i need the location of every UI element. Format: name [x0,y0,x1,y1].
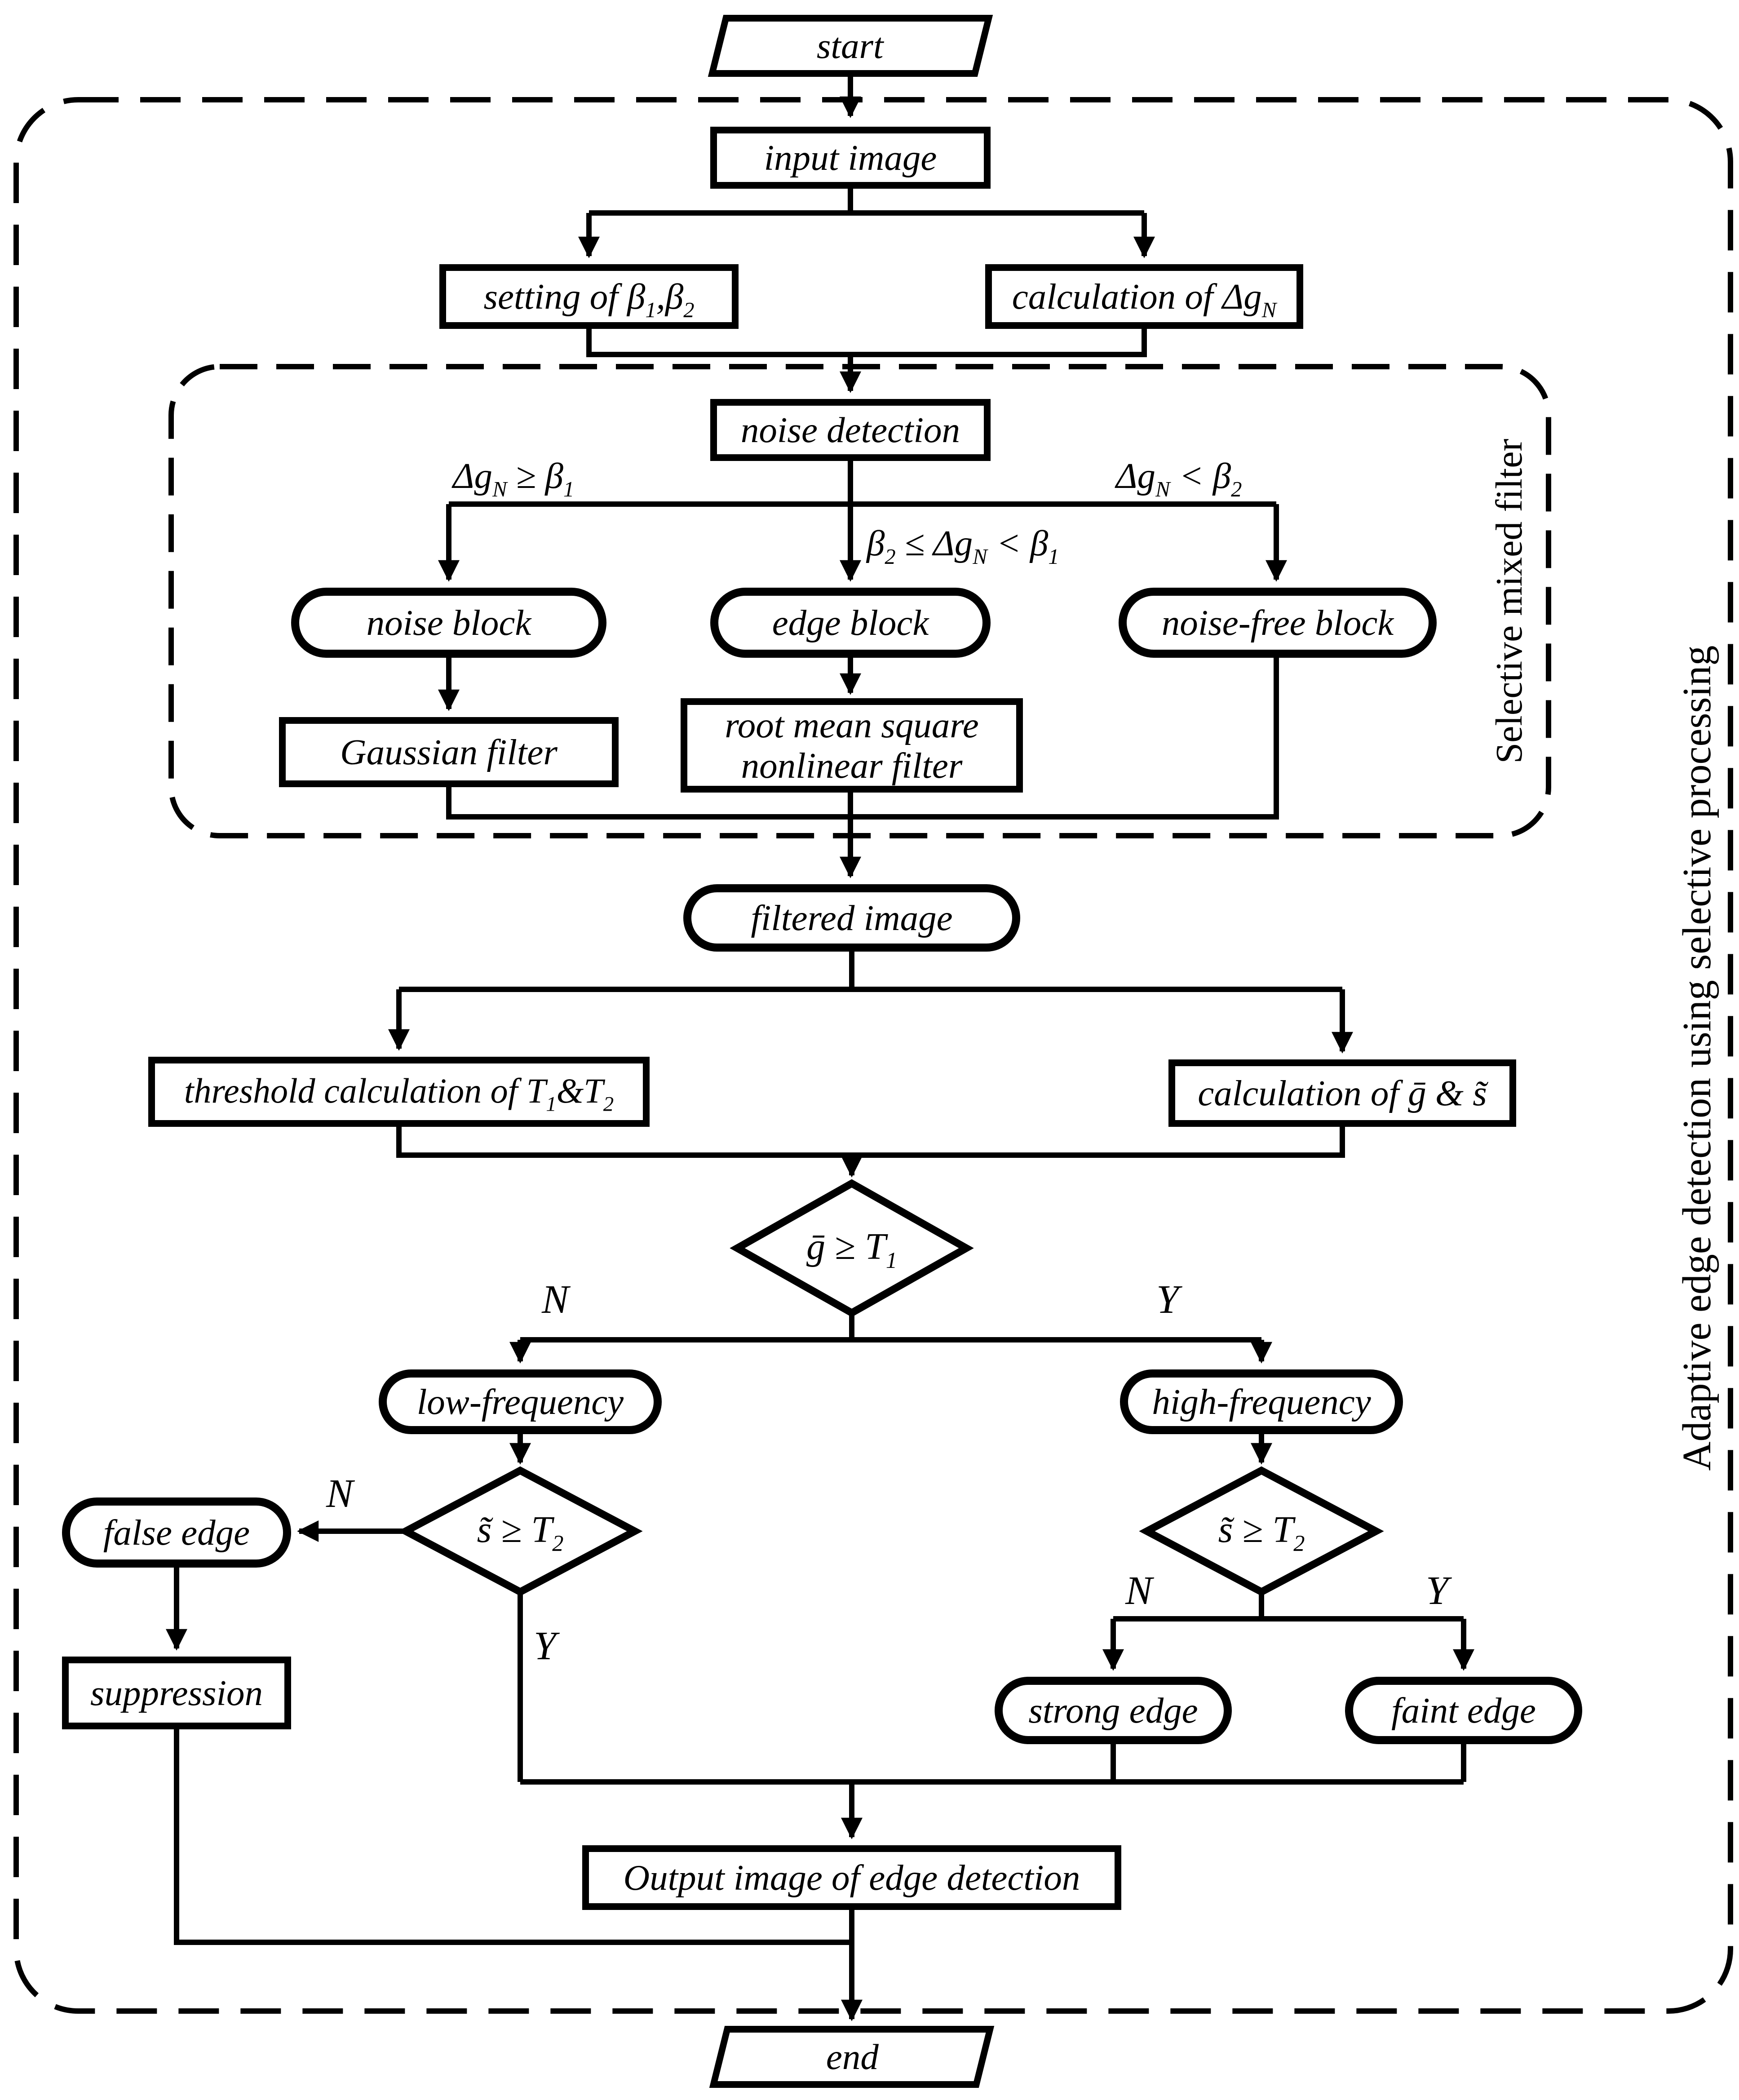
decision-g-t1-label: ḡ ≥ T1 [806,1227,898,1273]
gaussian-filter-label: Gaussian filter [340,731,558,772]
gaussian-filter-box: Gaussian filter [279,717,619,787]
arrow-to-noise-detection [586,326,861,393]
end-label: end [825,2036,878,2077]
filtered-image-node: filtered image [683,884,1020,952]
join-from-calc-gs [852,1124,1345,1158]
low-frequency-label: low-frequency [416,1381,624,1422]
decision2-no-label: N [326,1472,354,1516]
condition-label-left: ΔgN ≥ β1 [453,456,575,502]
decision1-yes-label: Y [1156,1278,1179,1322]
decision1-no-label: N [542,1278,569,1322]
low-frequency-node: low-frequency [379,1369,662,1434]
decision-s-t2-left-shape [398,1466,643,1596]
input-image-label: input image [764,137,937,178]
decision2-yes-label: Y [534,1624,557,1669]
merge-line [520,1741,1466,1785]
condition-label-middle: β2 ≤ ΔgN < β1 [867,523,1059,570]
setting-beta-label: setting of β1,β2 [483,276,695,323]
threshold-calc-label: threshold calculation of T1&T2 [184,1072,614,1117]
filtered-image-label: filtered image [751,897,953,938]
strong-edge-node: strong edge [995,1677,1232,1744]
false-edge-node: false edge [62,1497,291,1568]
arrow-to-decision1 [396,1127,863,1178]
calc-gs-label: calculation of ḡ & s̃ [1198,1072,1487,1113]
split-after-input [589,186,1144,216]
output-image-box: Output image of edge detection [582,1845,1121,1910]
false-edge-label: false edge [103,1512,250,1553]
faint-edge-label: faint edge [1391,1690,1536,1731]
outer-dashed-boundary [13,97,1733,2014]
branch-after-noise-detection [449,458,1276,507]
decision3-no-label: N [1125,1569,1153,1613]
noise-free-block-label: noise-free block [1161,602,1394,643]
faint-edge-node: faint edge [1345,1677,1582,1744]
calc-dgn-box: calculation of ΔgN [985,264,1303,329]
suppression-box: suppression [62,1657,291,1729]
suppression-join-line [174,1727,852,1945]
threshold-calc-box: threshold calculation of T1&T2 [148,1057,650,1127]
high-frequency-node: high-frequency [1120,1369,1403,1434]
setting-beta-box: setting of β1,β2 [439,264,739,329]
noise-block-label: noise block [366,602,531,643]
split-after-filtered [399,949,1342,992]
input-image-box: input image [710,127,991,189]
noise-detection-label: noise detection [740,409,960,450]
inner-region-title: Selective mixed filter [1489,439,1531,764]
suppression-label: suppression [90,1672,263,1713]
decision-s-t2-right-label: s̃ ≥ T2 [1218,1510,1305,1556]
noise-block-node: noise block [291,588,606,658]
join-from-calc-dgn [850,326,1147,357]
decision-s-t2-right-shape [1139,1466,1384,1596]
edge-block-node: edge block [710,588,991,658]
strong-edge-label: strong edge [1028,1690,1198,1731]
condition-label-right: ΔgN < β2 [1116,456,1242,502]
start-terminator: start [708,15,993,77]
start-label: start [817,25,884,66]
inner-dashed-boundary [168,364,1551,838]
rms-filter-box: root mean square nonlinear filter [681,698,1023,793]
branch-after-decision3 [1113,1592,1464,1622]
calc-gs-box: calculation of ḡ & s̃ [1168,1059,1516,1127]
outer-region-title: Adaptive edge detection using selective … [1675,645,1720,1471]
end-terminator: end [709,2026,995,2088]
noise-detection-box: noise detection [710,399,991,461]
high-frequency-label: high-frequency [1152,1381,1371,1422]
decision-s-t2-left-label: s̃ ≥ T2 [477,1510,564,1556]
branch-after-decision1 [520,1313,1261,1342]
edge-block-label: edge block [772,602,929,643]
calc-dgn-label: calculation of ΔgN [1012,276,1277,323]
join-filters [446,655,1279,820]
noise-free-block-node: noise-free block [1119,588,1437,658]
decision3-yes-label: Y [1426,1569,1449,1613]
decision-g-t1-shape [730,1179,974,1317]
rms-filter-label: root mean square nonlinear filter [725,704,979,786]
output-image-label: Output image of edge detection [623,1857,1080,1898]
